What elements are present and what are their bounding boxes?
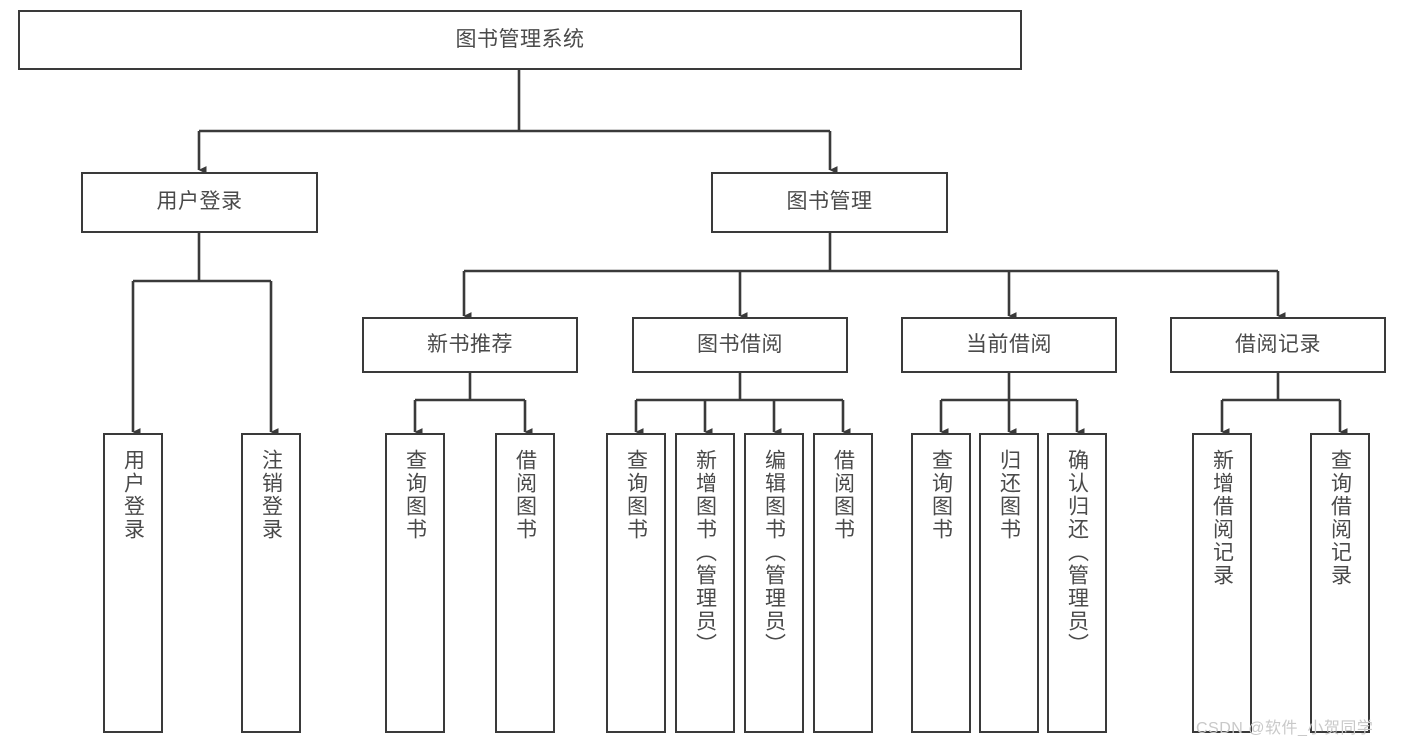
node-leaf-query-book-3[interactable]: 查询图书 — [911, 433, 971, 733]
node-user-login[interactable]: 用户登录 — [81, 172, 318, 233]
node-current-borrow[interactable]: 当前借阅 — [901, 317, 1117, 373]
node-label-current-borrow: 当前借阅 — [966, 332, 1052, 356]
node-label-leaf-user-logout: 注销登录 — [259, 449, 283, 541]
edge-group-current-borrow — [939, 373, 1085, 436]
node-label-root: 图书管理系统 — [455, 27, 585, 51]
node-label-leaf-query-book-1: 查询图书 — [403, 449, 427, 541]
edge-group-book-management — [462, 233, 1286, 320]
node-label-leaf-query-book-2: 查询图书 — [624, 449, 648, 541]
node-leaf-user-login[interactable]: 用户登录 — [103, 433, 163, 733]
node-leaf-user-logout[interactable]: 注销登录 — [241, 433, 301, 733]
edge-group-book-borrow — [634, 373, 851, 436]
node-label-new-book-recommend: 新书推荐 — [427, 332, 513, 356]
node-book-borrow[interactable]: 图书借阅 — [632, 317, 848, 373]
node-leaf-edit-book[interactable]: 编辑图书（管理员） — [744, 433, 804, 733]
node-leaf-return-book[interactable]: 归还图书 — [979, 433, 1039, 733]
node-label-leaf-borrow-book-1: 借阅图书 — [513, 449, 537, 541]
node-label-leaf-return-book: 归还图书 — [997, 449, 1021, 541]
node-leaf-query-book-1[interactable]: 查询图书 — [385, 433, 445, 733]
node-borrow-record[interactable]: 借阅记录 — [1170, 317, 1386, 373]
node-label-leaf-add-record: 新增借阅记录 — [1210, 449, 1234, 587]
node-leaf-confirm-return[interactable]: 确认归还（管理员） — [1047, 433, 1107, 733]
edge-group-borrow-record — [1220, 373, 1348, 436]
node-label-leaf-user-login: 用户登录 — [121, 449, 145, 541]
edge-group-new-book-recommend — [413, 373, 533, 436]
node-label-leaf-add-book: 新增图书（管理员） — [693, 449, 717, 656]
node-leaf-query-record[interactable]: 查询借阅记录 — [1310, 433, 1370, 733]
node-label-leaf-query-book-3: 查询图书 — [929, 449, 953, 541]
node-label-leaf-edit-book: 编辑图书（管理员） — [762, 449, 786, 656]
node-label-borrow-record: 借阅记录 — [1235, 332, 1321, 356]
node-label-leaf-borrow-book-2: 借阅图书 — [831, 449, 855, 541]
node-leaf-add-book[interactable]: 新增图书（管理员） — [675, 433, 735, 733]
edge-group-user-login — [131, 233, 279, 436]
node-book-management[interactable]: 图书管理 — [711, 172, 948, 233]
node-leaf-query-book-2[interactable]: 查询图书 — [606, 433, 666, 733]
csdn-watermark: CSDN @软件_小贺同学 — [1196, 720, 1374, 737]
node-label-book-borrow: 图书借阅 — [697, 332, 783, 356]
node-label-user-login: 用户登录 — [156, 190, 243, 214]
node-label-leaf-query-record: 查询借阅记录 — [1328, 449, 1352, 587]
node-leaf-borrow-book-2[interactable]: 借阅图书 — [813, 433, 873, 733]
node-new-book-recommend[interactable]: 新书推荐 — [362, 317, 578, 373]
node-label-leaf-confirm-return: 确认归还（管理员） — [1065, 449, 1089, 656]
node-leaf-add-record[interactable]: 新增借阅记录 — [1192, 433, 1252, 733]
node-leaf-borrow-book-1[interactable]: 借阅图书 — [495, 433, 555, 733]
node-label-book-management: 图书管理 — [786, 190, 873, 214]
edge-group-root — [197, 70, 838, 174]
node-root-system[interactable]: 图书管理系统 — [18, 10, 1022, 70]
